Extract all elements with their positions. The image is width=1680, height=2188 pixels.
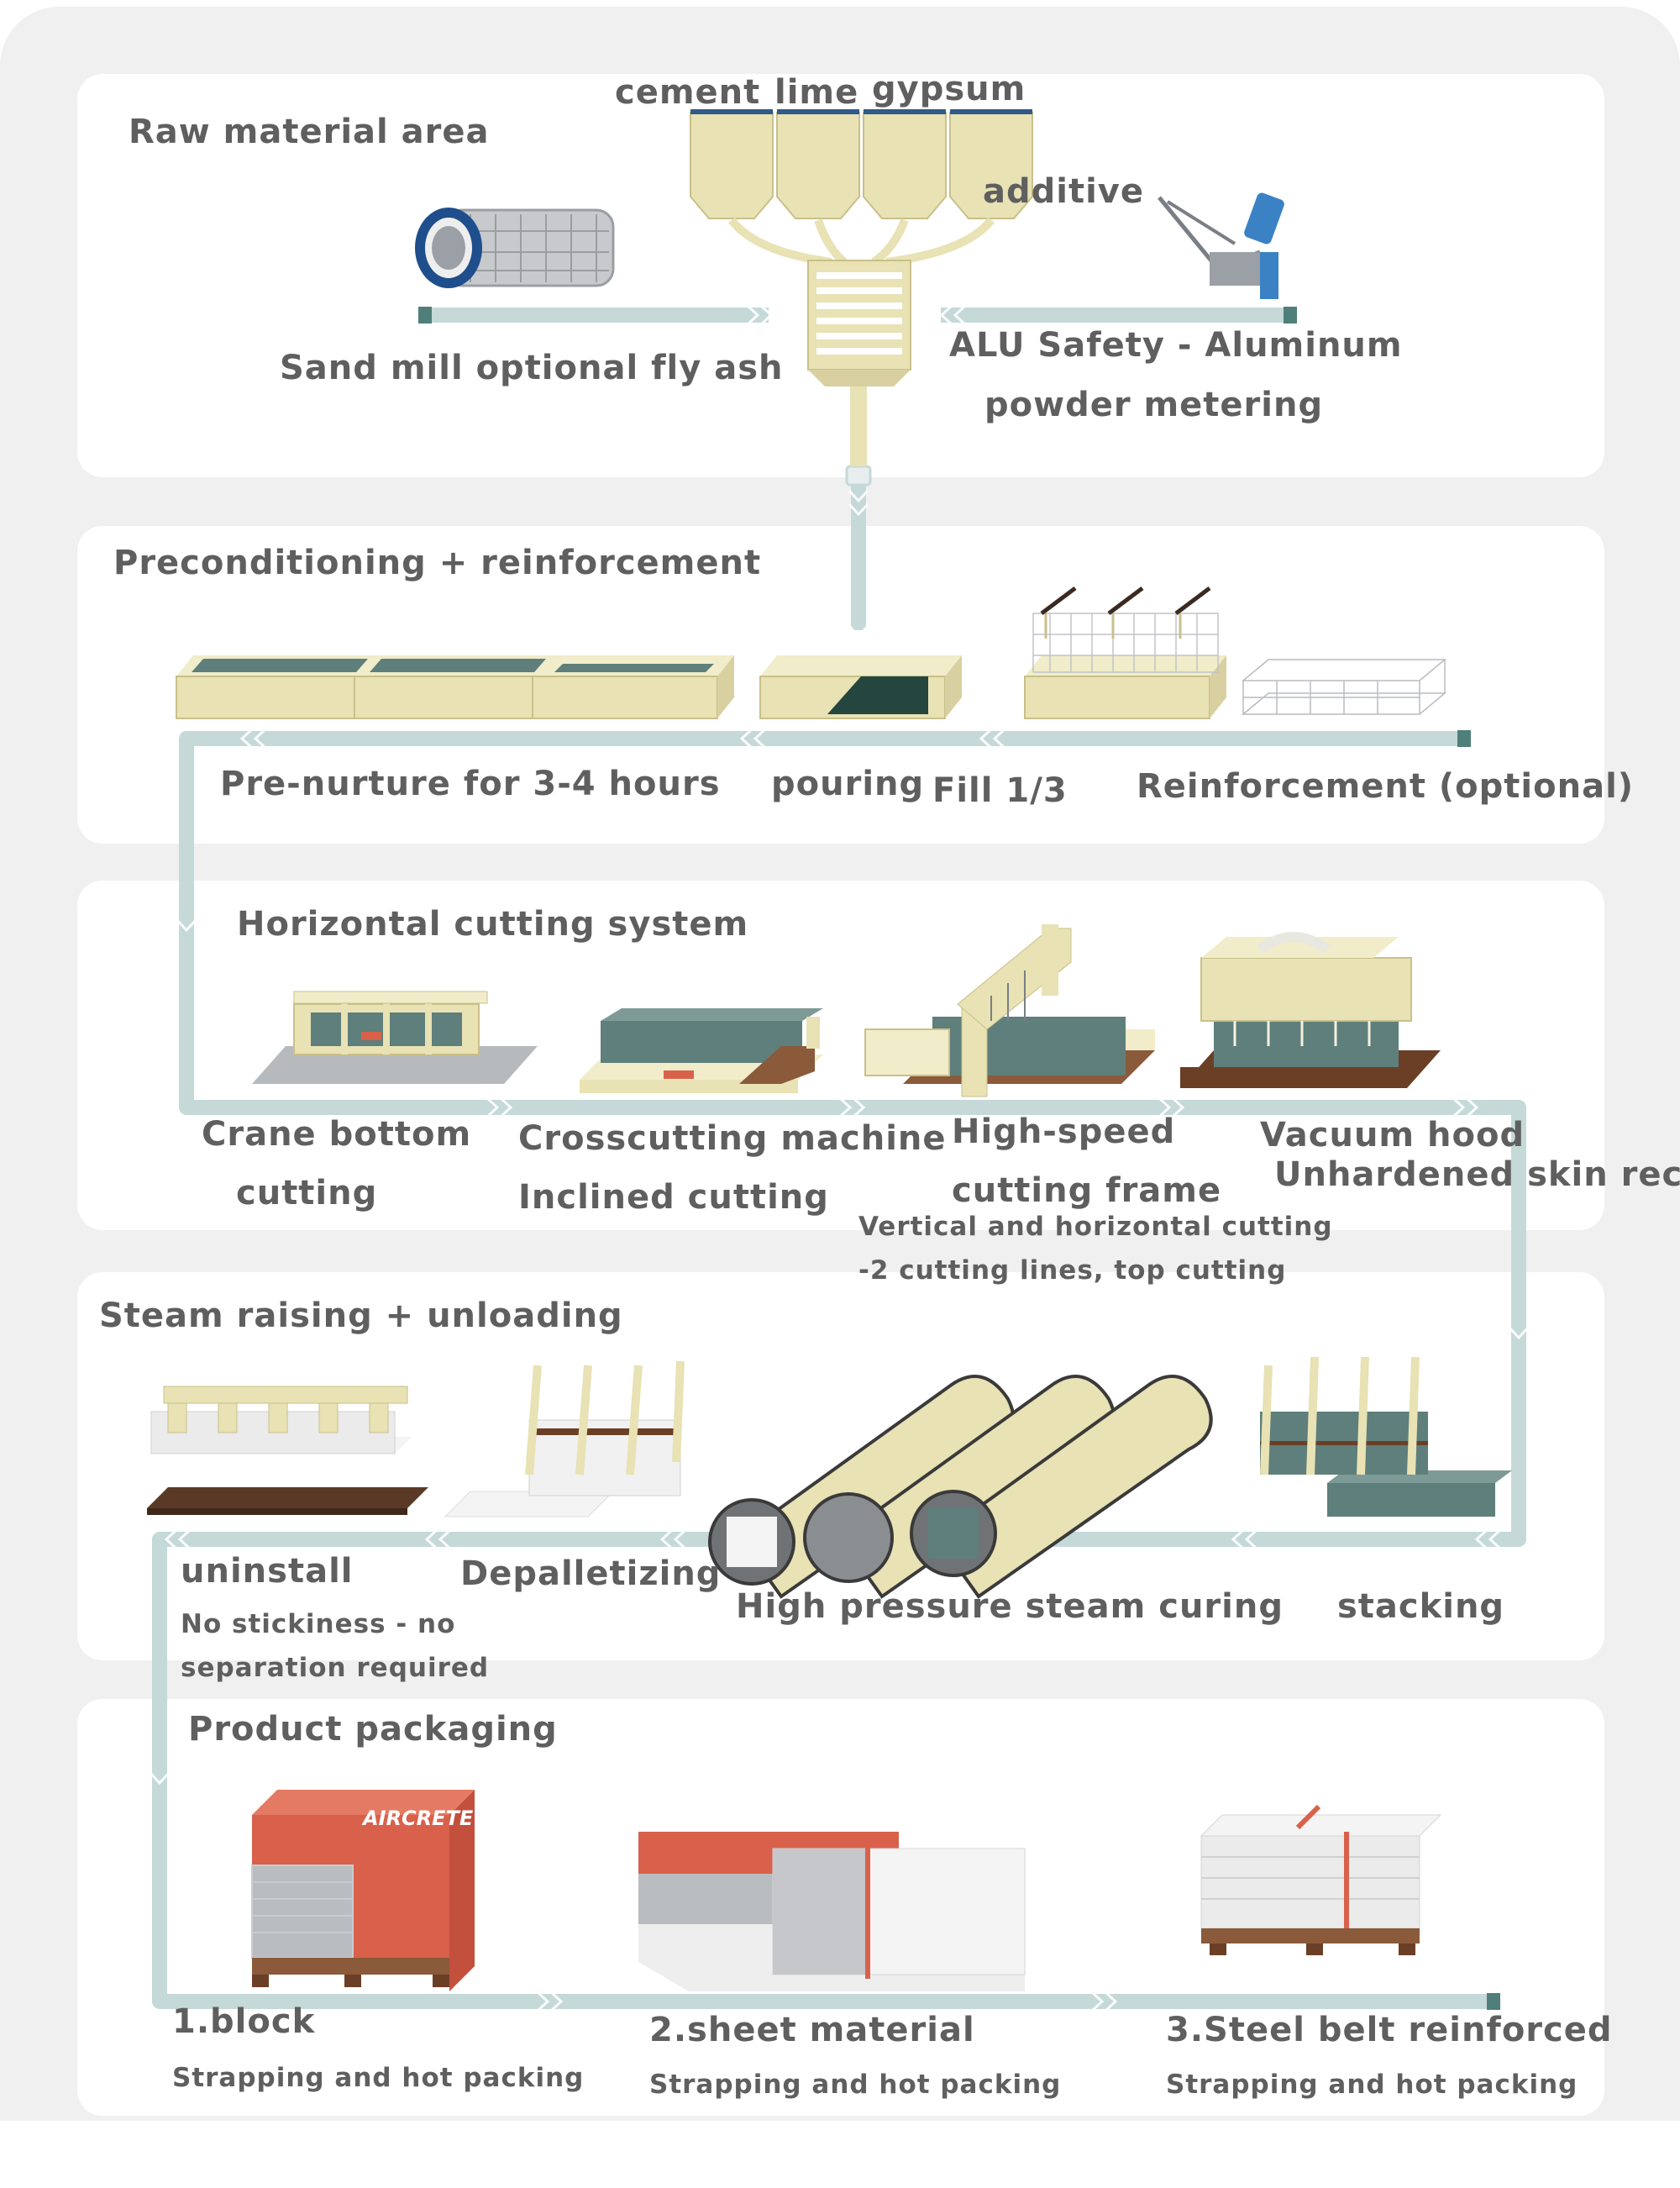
label-sheet-material: 2.sheet material	[649, 2011, 975, 2049]
block-package-icon	[251, 1790, 475, 1991]
label-reinforcement: Reinforcement (optional)	[1137, 767, 1635, 806]
depalletizing-icon	[444, 1360, 685, 1517]
stacking-icon	[1260, 1356, 1512, 1517]
chevron	[739, 728, 767, 749]
pouring-mould	[759, 655, 962, 719]
note-sheet-packing: Strapping and hot packing	[649, 2070, 1062, 2100]
reinforcement-mesh	[1241, 659, 1447, 715]
label-additive: additive	[983, 172, 1145, 211]
silo-chutes	[728, 217, 995, 266]
label-lime: lime	[774, 73, 859, 112]
label-gypsum: gypsum	[872, 70, 1026, 108]
reinforcement-mould	[1024, 586, 1226, 719]
chevron	[1508, 1326, 1530, 1340]
label-crane-cutting: cutting	[236, 1174, 378, 1212]
label-powder-metering: powder metering	[984, 386, 1324, 424]
label-stacking: stacking	[1337, 1587, 1505, 1626]
chevron	[1158, 1097, 1185, 1118]
steel-belt-package-icon	[1200, 1804, 1442, 1955]
section-title-cutting: Horizontal cutting system	[237, 905, 749, 944]
label-pre-nurture: Pre-nurture for 3-4 hours	[220, 765, 721, 803]
label-vacuum-hood: Vacuum hood	[1260, 1116, 1525, 1154]
chevron	[979, 728, 1006, 749]
mixer-icon	[807, 260, 911, 466]
label-steam-curing: High pressure steam curing	[736, 1587, 1284, 1626]
chevron	[1231, 1528, 1258, 1550]
crosscutting-machine-icon	[580, 1008, 823, 1093]
high-speed-cutting-frame-icon	[864, 924, 1155, 1097]
label-crosscutting: Crosscutting machine	[518, 1119, 947, 1158]
chevron	[1090, 1991, 1118, 2012]
label-fill: Fill 1/3	[932, 771, 1068, 810]
chevron	[659, 1528, 687, 1550]
chevron	[536, 1991, 564, 2012]
label-depalletizing: Depalletizing	[460, 1554, 722, 1593]
label-steel-belt: 3.Steel belt reinforced	[1166, 2011, 1613, 2049]
flow-start-cap	[418, 307, 432, 323]
chevron	[848, 489, 869, 517]
note-vertical-horizontal: Vertical and horizontal cutting	[858, 1212, 1333, 1242]
section-title-raw-material: Raw material area	[129, 113, 490, 151]
chevron	[746, 304, 774, 326]
flow-end-cap	[1487, 1993, 1500, 2010]
flow-start-cap	[1284, 307, 1297, 323]
chevron	[1474, 1528, 1502, 1550]
flow-main-line	[152, 731, 1526, 2009]
chevron	[176, 918, 197, 933]
label-crane-bottom: Crane bottom	[202, 1115, 472, 1154]
chevron	[486, 1097, 513, 1118]
chevron	[424, 1528, 452, 1550]
label-sand-mill: Sand mill optional fly ash	[280, 349, 784, 387]
chevron	[1452, 1097, 1479, 1118]
crane-bottom-cutting-icon	[252, 991, 538, 1084]
flow-start-cap	[1457, 730, 1471, 747]
chevron	[239, 728, 267, 749]
chevron	[838, 1097, 866, 1118]
chevron	[848, 624, 869, 639]
aluminum-metering-icon	[1158, 192, 1284, 299]
sheet-package-icon	[638, 1832, 1026, 1991]
chevron	[939, 304, 967, 326]
note-block-packing: Strapping and hot packing	[172, 2063, 585, 2093]
chevron	[149, 1771, 171, 1786]
label-block: 1.block	[172, 2002, 316, 2041]
steam-autoclaves-icon	[708, 1375, 1213, 1599]
label-cement: cement	[615, 73, 761, 112]
uninstall-icon	[147, 1386, 428, 1515]
section-title-packaging: Product packaging	[188, 1710, 558, 1749]
label-pouring: pouring	[771, 765, 925, 803]
sand-mill-icon	[415, 208, 615, 288]
section-title-preconditioning: Preconditioning + reinforcement	[113, 544, 762, 582]
label-alu-safety: ALU Safety - Aluminum	[949, 326, 1403, 365]
label-cutting-frame: cutting frame	[952, 1171, 1222, 1210]
package-brand-label: AIRCRETE	[363, 1807, 474, 1830]
note-no-separation: separation required	[181, 1653, 490, 1683]
label-uninstall: uninstall	[181, 1552, 354, 1591]
note-steel-packing: Strapping and hot packing	[1166, 2070, 1578, 2100]
note-no-stickiness: No stickiness - no	[181, 1609, 456, 1639]
note-cutting-lines: -2 cutting lines, top cutting	[858, 1255, 1287, 1286]
silos-icon	[690, 112, 1033, 219]
label-high-speed: High-speed	[952, 1112, 1176, 1151]
vacuum-hood-icon	[1180, 932, 1441, 1088]
label-unhardened-skin: Unhardened skin recyc	[1274, 1155, 1680, 1194]
mould-icons	[176, 586, 1447, 719]
chevron	[164, 1528, 192, 1550]
section-title-steam: Steam raising + unloading	[99, 1296, 623, 1335]
label-inclined-cutting: Inclined cutting	[518, 1178, 829, 1217]
